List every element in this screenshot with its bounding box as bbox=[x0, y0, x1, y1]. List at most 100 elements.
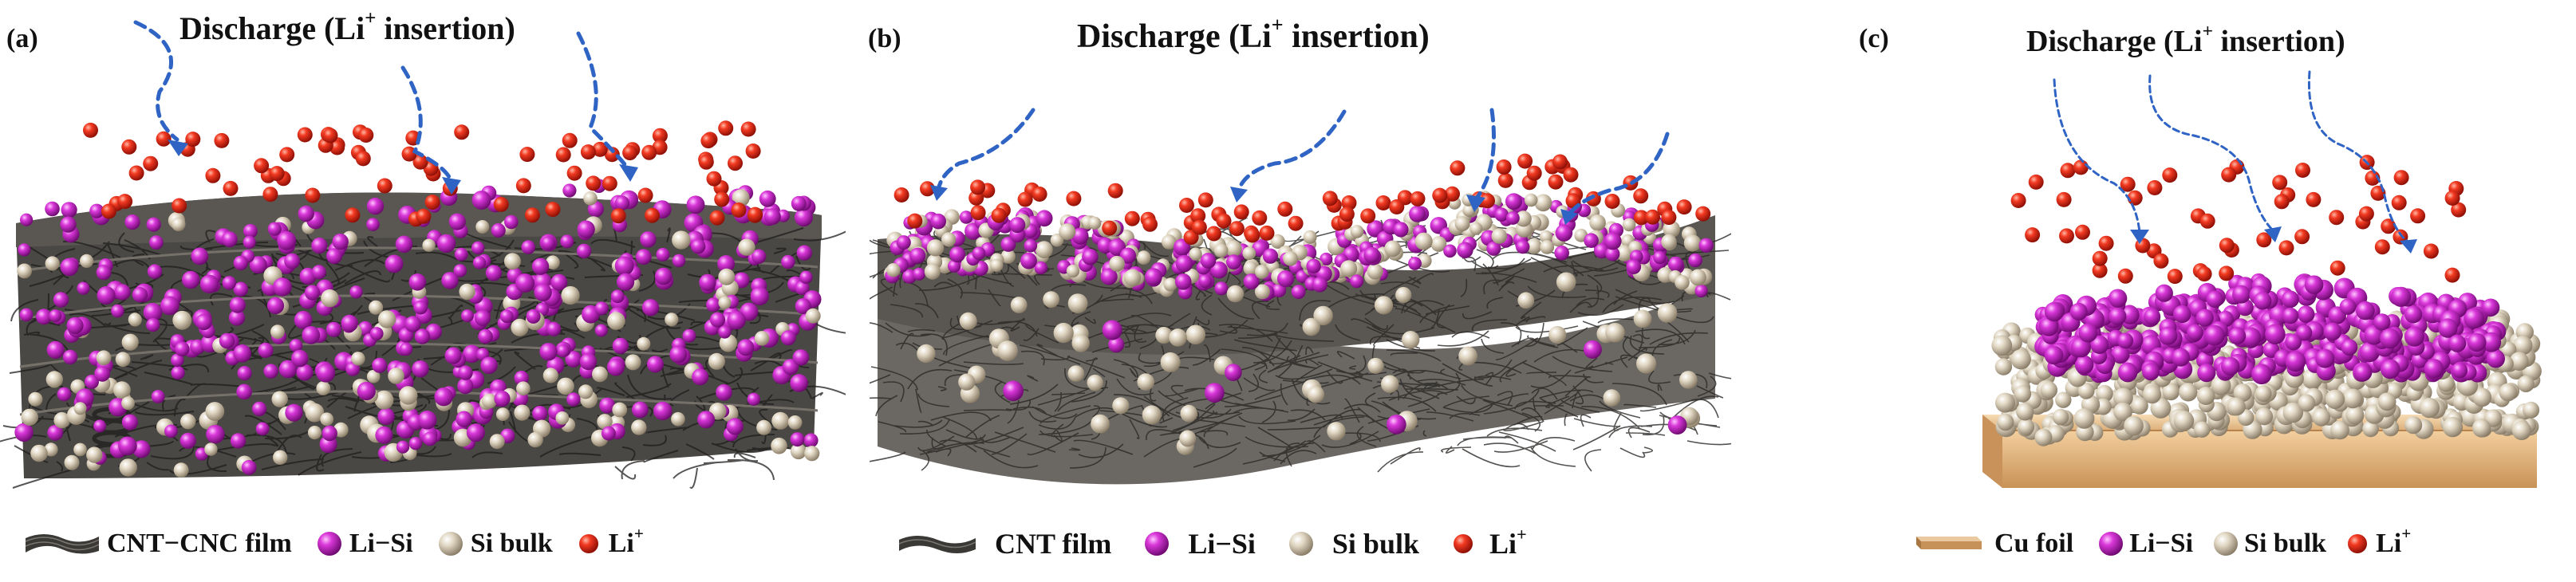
li-ion-sphere bbox=[1389, 199, 1405, 214]
si-bulk-sphere bbox=[180, 414, 196, 430]
li-ion-sphere bbox=[2329, 260, 2345, 276]
si-bulk-sphere bbox=[1142, 405, 1162, 425]
si-bulk-sphere bbox=[2419, 397, 2440, 419]
li-si-sphere bbox=[799, 270, 813, 284]
legend-label: Li+ bbox=[1489, 525, 1527, 560]
panel-letter: (b) bbox=[868, 24, 901, 53]
li-si-sphere bbox=[2297, 305, 2315, 323]
si-bulk-sphere bbox=[926, 239, 945, 257]
li-si-sphere bbox=[2380, 359, 2400, 379]
cnt-film-icon bbox=[898, 536, 976, 553]
li-si-sphere bbox=[759, 190, 776, 207]
li-si-sphere bbox=[326, 248, 342, 265]
li-si-sphere bbox=[60, 258, 79, 277]
li-si-sphere bbox=[1291, 285, 1306, 299]
si-bulk-sphere bbox=[718, 296, 732, 309]
si-bulk-sphere bbox=[1995, 392, 2015, 413]
si-bulk-sphere bbox=[1091, 414, 1110, 434]
si-bulk-sphere bbox=[1067, 365, 1085, 382]
li-si-sphere bbox=[94, 366, 110, 382]
li-si-sphere bbox=[311, 238, 328, 254]
li-si-sphere bbox=[385, 254, 404, 273]
si-bulk-sphere bbox=[204, 442, 218, 456]
li-ion-sphere bbox=[1604, 194, 1620, 209]
li-si-sphere bbox=[222, 231, 238, 247]
li-ion-sphere bbox=[2059, 228, 2074, 244]
li-ion-sphere bbox=[329, 140, 345, 155]
si-bulk-sphere bbox=[1997, 413, 2014, 431]
li-ion-sphere bbox=[2444, 191, 2460, 206]
li-ion-sphere bbox=[143, 155, 159, 171]
legend-item-li-si: Li−Si bbox=[1143, 527, 1256, 560]
title-text-end: insertion) bbox=[376, 10, 515, 46]
li-si-sphere bbox=[322, 425, 337, 442]
legend-label: CNT film bbox=[995, 528, 1112, 560]
li-si-sphere bbox=[494, 391, 511, 407]
li-ion-sphere bbox=[493, 196, 509, 212]
title-superscript: + bbox=[365, 7, 377, 29]
li-si-sphere bbox=[233, 344, 251, 363]
si-bulk-sphere bbox=[1109, 255, 1125, 272]
li-ion-sphere bbox=[1341, 195, 1357, 210]
li-si-sphere bbox=[179, 432, 196, 449]
si-bulk-sphere bbox=[2018, 419, 2035, 435]
li-si-sphere bbox=[1443, 244, 1457, 258]
li-si-sphere bbox=[699, 273, 716, 292]
li-si-sphere bbox=[1667, 415, 1687, 435]
li-ion-sphere bbox=[610, 208, 626, 224]
li-si-sphere bbox=[610, 289, 625, 304]
li-ion-sphere bbox=[1206, 226, 1222, 242]
li-si-sphere bbox=[2323, 322, 2342, 341]
si-bulk-sphere bbox=[1683, 234, 1702, 252]
anode-cnt-illustration bbox=[870, 108, 1731, 485]
li-ion-sphere bbox=[83, 122, 98, 138]
li-si-sphere bbox=[2044, 301, 2065, 322]
si-bulk-sphere bbox=[607, 312, 625, 330]
si-bulk-sphere bbox=[489, 434, 505, 450]
si-bulk-sphere bbox=[1189, 247, 1202, 261]
li-si-sphere bbox=[2285, 333, 2302, 351]
si-bulk-sphere bbox=[113, 381, 131, 399]
si-bulk-sphere bbox=[1185, 324, 1205, 345]
arrow-head-icon bbox=[442, 177, 461, 195]
li-si-sphere bbox=[2039, 317, 2059, 336]
si-bulk-sphere bbox=[561, 285, 580, 305]
panel-title: Discharge (Li+ insertion) bbox=[1077, 14, 1430, 56]
si-bulk-sphere bbox=[546, 255, 560, 270]
si-bulk-sphere bbox=[2471, 419, 2491, 438]
legend-label: CNT−CNC film bbox=[107, 529, 292, 558]
li-ion-sphere bbox=[1066, 191, 1082, 206]
li-si-sphere bbox=[560, 234, 574, 249]
li-ion-sphere bbox=[2219, 265, 2235, 281]
si-bulk-sphere bbox=[2377, 392, 2397, 411]
li-si-sphere bbox=[562, 183, 577, 198]
li-si-sphere bbox=[1071, 227, 1089, 245]
li-ion-sphere bbox=[2098, 235, 2114, 251]
si-bulk-sphere bbox=[1454, 216, 1470, 232]
si-bulk-sphere bbox=[555, 411, 570, 425]
si-bulk-sphere bbox=[1367, 357, 1384, 374]
legend-label: Cu foil bbox=[1994, 529, 2074, 558]
li-ion-sphere bbox=[1410, 191, 1426, 206]
li-ion-sphere bbox=[279, 147, 295, 163]
si-bulk-sphere bbox=[1679, 371, 1698, 389]
li-si-sphere bbox=[457, 378, 474, 395]
li-ion-sphere bbox=[269, 166, 285, 182]
insertion-arrows bbox=[133, 20, 638, 195]
li-ion-sphere bbox=[2365, 170, 2381, 186]
si-bulk-sphere bbox=[886, 263, 901, 277]
li-si-sphere bbox=[19, 308, 34, 322]
si-bulk-sphere bbox=[1526, 238, 1542, 254]
li-si-sphere bbox=[341, 314, 358, 332]
legend-item-film: CNT film bbox=[897, 527, 1111, 560]
li-si-sphere bbox=[2339, 298, 2357, 315]
li-si-sphere bbox=[236, 383, 252, 400]
si-bulk-sphere bbox=[1675, 275, 1690, 290]
li-si-sphere bbox=[267, 222, 282, 236]
li-si-sphere bbox=[534, 283, 552, 301]
li-si-sphere bbox=[1277, 270, 1295, 288]
li-si-sphere bbox=[697, 411, 716, 429]
li-ion-sphere bbox=[128, 165, 144, 181]
si-bulk-sphere bbox=[1303, 230, 1317, 244]
li-si-sphere bbox=[277, 230, 297, 250]
